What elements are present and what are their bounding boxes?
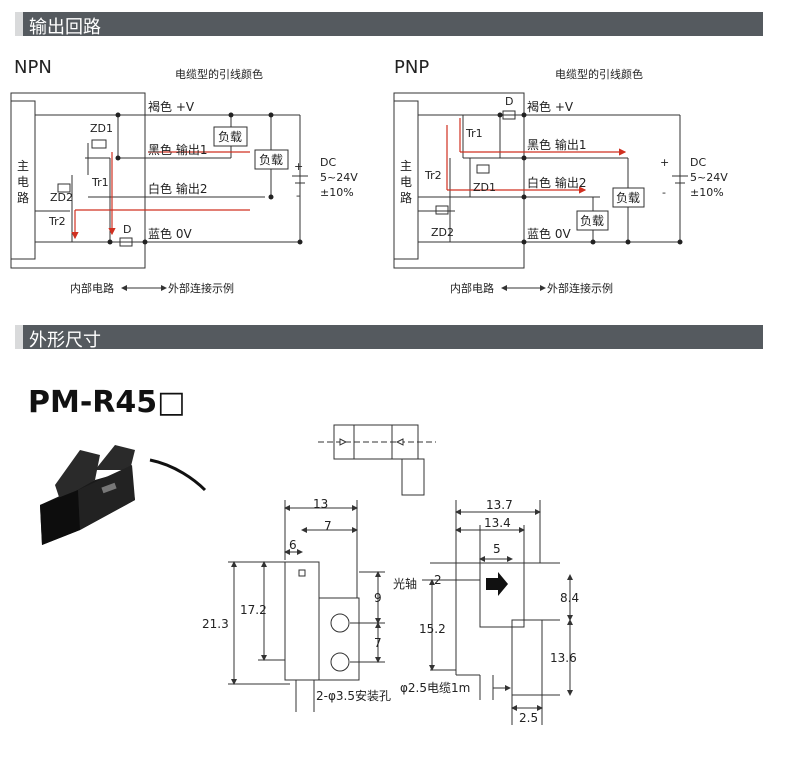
dim-8-4: 8.4 (560, 591, 579, 605)
npn-circuit (10, 92, 308, 269)
npn-load2: 负载 (259, 153, 283, 167)
pnp-white: 白色 输出2 (527, 175, 586, 190)
pnp-d: D (505, 95, 513, 108)
section-bar-dimensions: 外形尺寸 (15, 325, 763, 351)
section-title: 输出回路 (29, 17, 101, 38)
dim-7-width: 7 (324, 519, 332, 533)
sensor-photo (40, 445, 207, 545)
pnp-external: 外部连接示例 (547, 281, 613, 295)
pnp-tr1: Tr1 (465, 127, 483, 140)
npn-white: 白色 输出2 (148, 181, 207, 196)
pnp-main-circuit-1: 主 (400, 159, 412, 173)
pnp-circuit (393, 92, 688, 269)
npn-junctions (107, 112, 303, 245)
npn-dc-range: 5~24V (320, 171, 358, 184)
pnp-load2: 负载 (580, 214, 604, 228)
pnp-junctions (497, 112, 683, 245)
dim-5: 5 (493, 542, 501, 556)
dim-7-height: 7 (374, 636, 382, 650)
section-bar-output-circuit: 输出回路 (15, 12, 763, 38)
npn-main-circuit-1: 主 (17, 159, 29, 173)
npn-tr1: Tr1 (91, 176, 109, 189)
npn-dc-tol: ±10% (320, 186, 354, 199)
side-view-drawing (422, 500, 573, 725)
npn-black: 黑色 输出1 (148, 142, 207, 157)
npn-main-circuit-2: 电 (17, 175, 29, 189)
top-view-drawing (318, 424, 436, 496)
section-title: 外形尺寸 (29, 330, 101, 351)
pnp-internal: 内部电路 (450, 281, 494, 295)
dim-13-7: 13.7 (486, 498, 513, 512)
npn-load1: 负载 (218, 130, 242, 144)
dim-2: 2 (434, 573, 442, 587)
npn-brown: 褐色 +V (148, 99, 195, 114)
pnp-zd1: ZD1 (473, 181, 496, 194)
npn-blue: 蓝色 0V (148, 227, 192, 241)
cable-label: φ2.5电缆1m (400, 681, 470, 695)
optical-axis-label: 光轴 (393, 576, 417, 591)
pnp-tr2: Tr2 (424, 169, 442, 182)
dim-13: 13 (313, 497, 328, 511)
npn-plus: + (294, 160, 303, 173)
dim-13-4: 13.4 (484, 516, 511, 530)
pnp-main-circuit-3: 路 (400, 190, 412, 205)
npn-tr2: Tr2 (48, 215, 66, 228)
npn-signal-path (71, 151, 250, 240)
npn-wire-note: 电缆型的引线颜色 (175, 67, 263, 81)
npn-d: D (123, 223, 131, 236)
dim-9: 9 (374, 591, 382, 605)
front-view-drawing (228, 500, 385, 712)
dim-holes: 2-φ3.5安装孔 (316, 688, 391, 703)
npn-minus: - (296, 189, 300, 202)
pnp-zd2: ZD2 (431, 226, 454, 239)
pnp-dc-range: 5~24V (690, 171, 728, 184)
pnp-main-circuit-2: 电 (400, 175, 412, 189)
pnp-brown: 褐色 +V (527, 99, 574, 114)
dim-13-6: 13.6 (550, 651, 577, 665)
npn-zd1: ZD1 (90, 122, 113, 135)
dim-6: 6 (289, 538, 297, 552)
pnp-minus: - (662, 186, 666, 199)
pnp-wire-note: 电缆型的引线颜色 (555, 67, 643, 81)
pnp-load1: 负载 (616, 191, 640, 205)
npn-internal: 内部电路 (70, 281, 114, 295)
pnp-title: PNP (394, 57, 429, 78)
pnp-dc: DC (690, 156, 706, 169)
pnp-dc-tol: ±10% (690, 186, 724, 199)
dim-2-5: 2.5 (519, 711, 538, 725)
npn-main-circuit-3: 路 (17, 190, 29, 205)
npn-zd2: ZD2 (50, 191, 73, 204)
dim-17-2: 17.2 (240, 603, 267, 617)
optical-axis-arrow-icon (486, 572, 508, 596)
npn-dc: DC (320, 156, 336, 169)
pnp-signal-path (446, 118, 627, 194)
dim-15-2: 15.2 (419, 622, 446, 636)
pnp-blue: 蓝色 0V (527, 227, 571, 241)
pnp-plus: + (660, 156, 669, 169)
npn-title: NPN (14, 57, 52, 78)
pnp-black: 黑色 输出1 (527, 137, 586, 152)
dim-21-3: 21.3 (202, 617, 229, 631)
npn-external: 外部连接示例 (168, 281, 234, 295)
model-number: PM-R45□ (28, 385, 186, 420)
